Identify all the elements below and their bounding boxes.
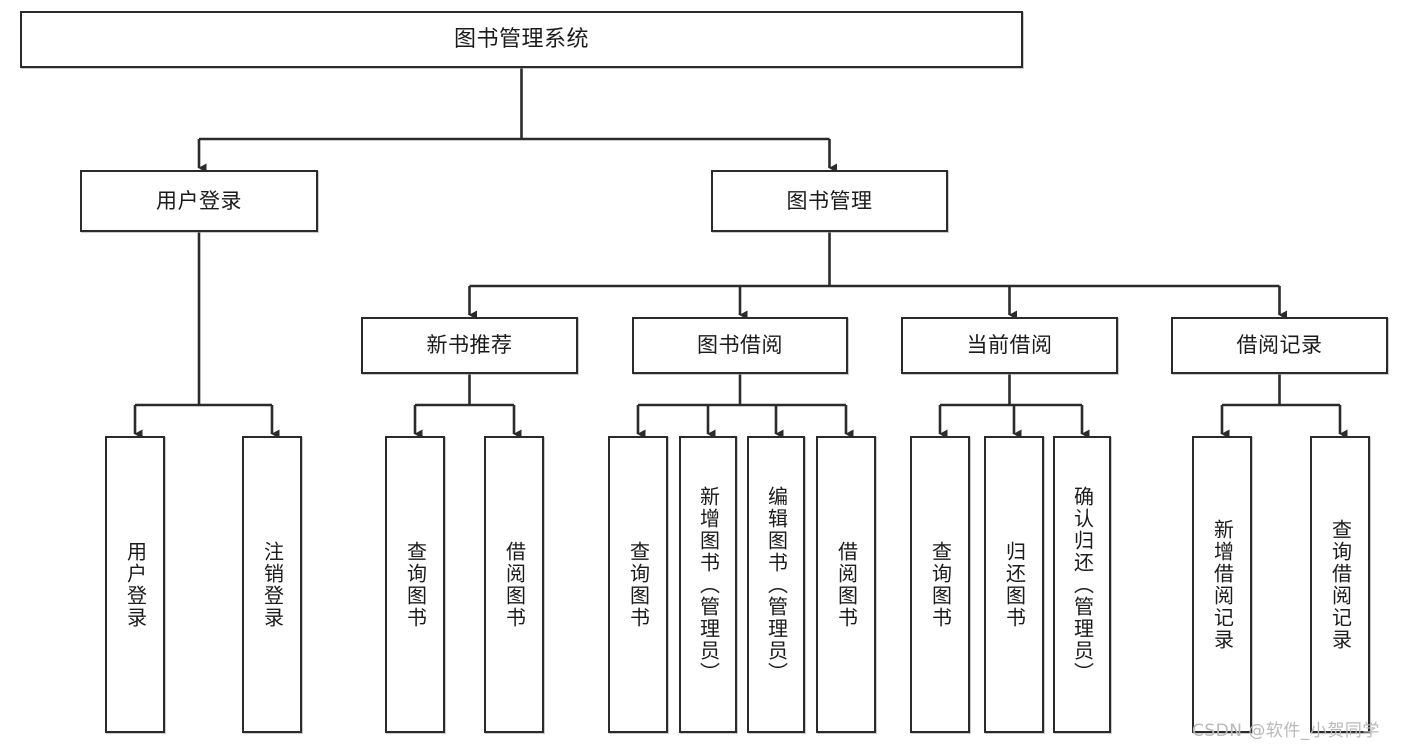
node-l9[interactable]: 查询图书: [910, 436, 970, 733]
node-label: 编辑图书（管理员）: [764, 485, 789, 684]
node-label: 借阅图书: [502, 540, 527, 629]
node-label: 新书推荐: [426, 333, 513, 358]
node-bookmgmt[interactable]: 图书管理: [711, 170, 948, 232]
node-label: 查询图书: [928, 540, 953, 629]
node-label: 图书管理: [786, 188, 873, 213]
node-l13[interactable]: 查询借阅记录: [1310, 436, 1370, 733]
node-label: 用户登录: [123, 540, 148, 629]
node-label: 图书管理系统: [453, 26, 589, 52]
node-borrow[interactable]: 图书借阅: [632, 317, 848, 374]
node-label: 查询图书: [626, 540, 651, 629]
node-l4[interactable]: 借阅图书: [484, 436, 544, 733]
node-records[interactable]: 借阅记录: [1171, 317, 1388, 374]
node-current[interactable]: 当前借阅: [901, 317, 1118, 374]
node-label: 借阅记录: [1236, 333, 1323, 358]
node-label: 新增图书（管理员）: [696, 485, 721, 684]
node-l6[interactable]: 新增图书（管理员）: [679, 436, 737, 733]
node-l12[interactable]: 新增借阅记录: [1192, 436, 1252, 733]
node-l3[interactable]: 查询图书: [385, 436, 445, 733]
node-label: 注销登录: [260, 540, 285, 629]
node-l1[interactable]: 用户登录: [105, 436, 165, 733]
node-label: 用户登录: [156, 188, 242, 213]
node-root[interactable]: 图书管理系统: [20, 11, 1023, 68]
node-label: 当前借阅: [966, 333, 1053, 358]
node-label: 图书借阅: [697, 333, 783, 358]
node-l5[interactable]: 查询图书: [608, 436, 668, 733]
node-label: 借阅图书: [834, 540, 859, 629]
node-label: 确认归还（管理员）: [1070, 485, 1095, 684]
node-label: 查询借阅记录: [1328, 518, 1353, 651]
node-l8[interactable]: 借阅图书: [816, 436, 876, 733]
node-label: 归还图书: [1002, 540, 1027, 629]
node-l7[interactable]: 编辑图书（管理员）: [747, 436, 805, 733]
watermark-text: CSDN @软件_小贺同学: [1192, 721, 1380, 741]
node-l2[interactable]: 注销登录: [242, 436, 302, 733]
node-newbook[interactable]: 新书推荐: [361, 317, 578, 374]
node-l10[interactable]: 归还图书: [984, 436, 1044, 733]
node-label: 新增借阅记录: [1210, 518, 1235, 651]
node-l11[interactable]: 确认归还（管理员）: [1053, 436, 1111, 733]
node-label: 查询图书: [403, 540, 428, 629]
node-login[interactable]: 用户登录: [80, 170, 318, 232]
